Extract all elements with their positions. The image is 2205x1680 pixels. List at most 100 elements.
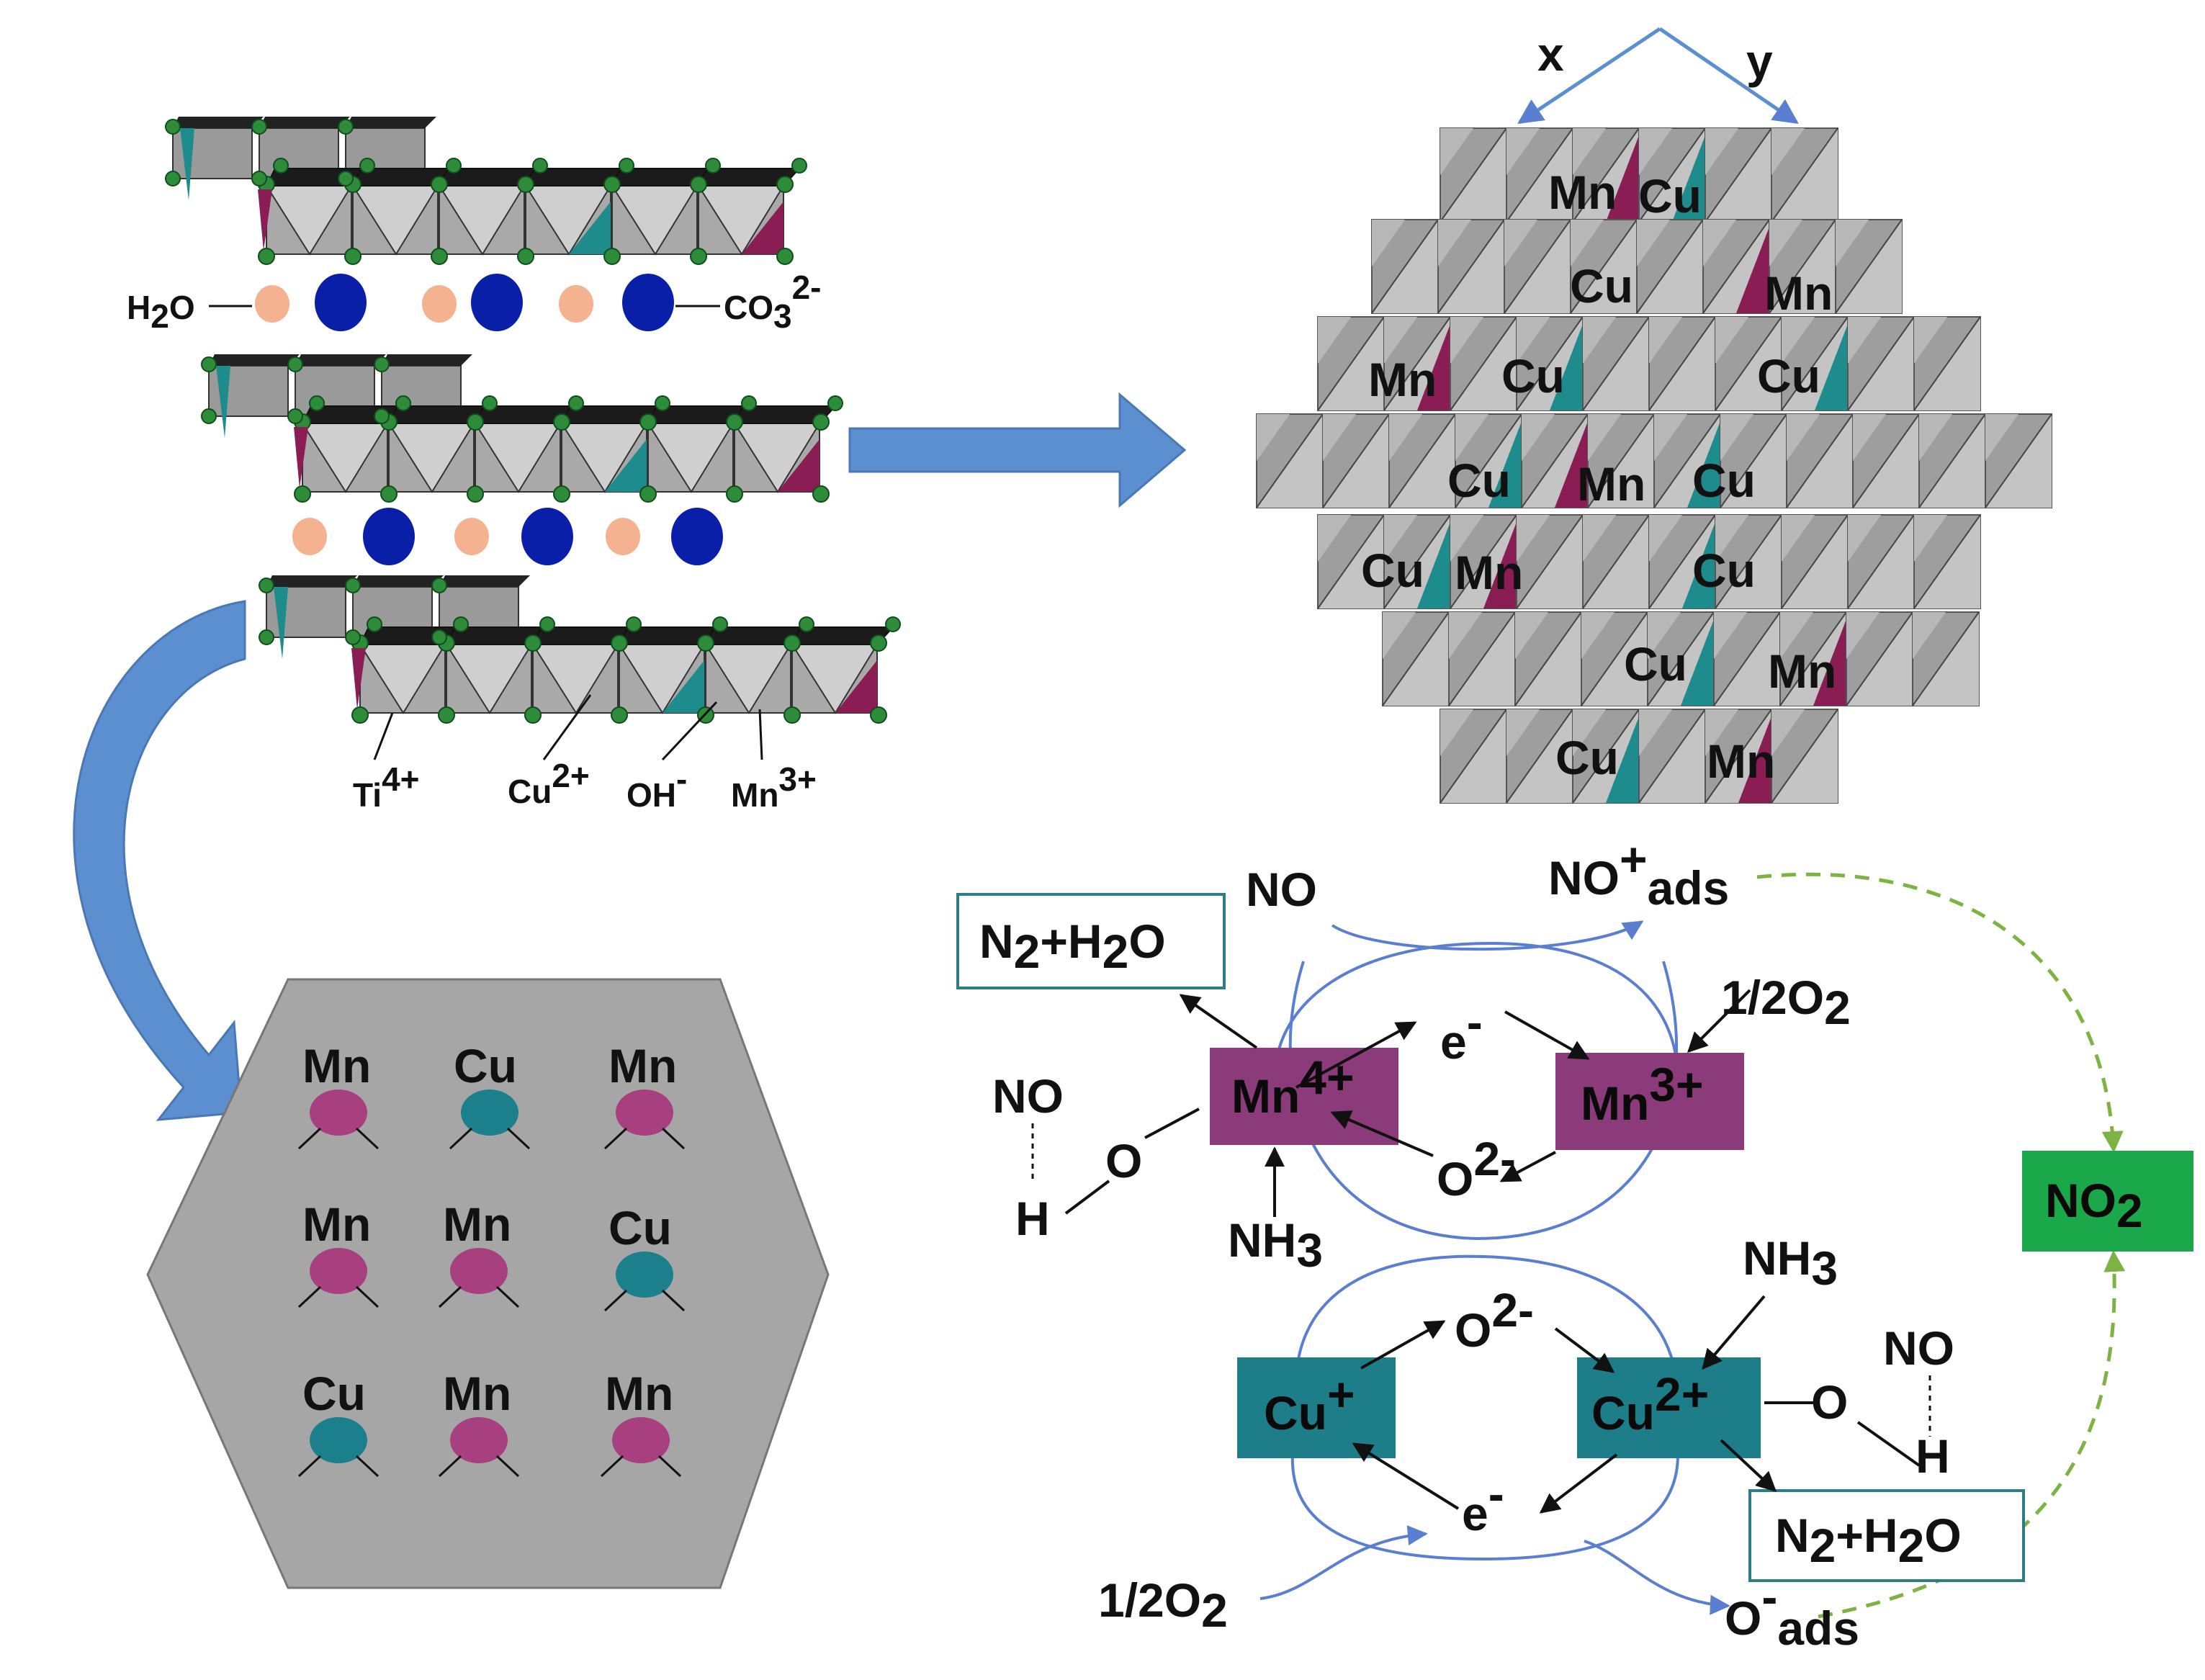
half-o2-bottom-label: 1/2O2 (1098, 1573, 1228, 1637)
grid-octahedron (1256, 413, 1324, 508)
grid-octahedron (1715, 514, 1782, 609)
grid-octahedron (1516, 316, 1584, 411)
site-label: Mn (443, 1367, 511, 1420)
grid-octahedron (1720, 413, 1787, 508)
oxygen-atom (251, 119, 267, 135)
axis-x-label: x (1537, 27, 1564, 81)
oxygen-atom (705, 158, 721, 174)
metal-site (450, 1417, 508, 1463)
grid-octahedron (1653, 413, 1721, 508)
oxygen-atom (482, 395, 498, 411)
n2h2o-bottom-label: N2+H2O (1775, 1509, 1962, 1572)
o-left-label: O (1105, 1134, 1142, 1187)
oxygen-atom (626, 616, 642, 632)
grid-octahedron (1582, 316, 1650, 411)
oxygen-atom (309, 395, 325, 411)
site-label: Cu (454, 1039, 517, 1092)
grid-octahedron (1647, 611, 1715, 706)
oxygen-atom (467, 485, 484, 503)
interlayer-water-label: H2O (127, 289, 195, 335)
hexagon-site-mn: Mn (438, 1198, 520, 1308)
no2-label: NO2 (2045, 1174, 2143, 1237)
cu2-box (1577, 1357, 1761, 1458)
oxygen-atom (395, 395, 411, 411)
oxygen-atom (287, 356, 303, 372)
top-view-label: Mn (1768, 644, 1836, 698)
grid-octahedron (1587, 413, 1655, 508)
oxygen-atom (726, 413, 743, 431)
grid-octahedron (1648, 514, 1716, 609)
grid-octahedron (1581, 611, 1648, 706)
oxygen-atom (726, 485, 743, 503)
grid-octahedron (1572, 709, 1640, 804)
water-molecule (255, 285, 289, 323)
e-bottom-label: e- (1462, 1467, 1504, 1540)
no-left-label: NO (992, 1069, 1064, 1123)
oxygen-atom (553, 485, 570, 503)
oxygen-atom (791, 158, 807, 174)
grid-octahedron (1847, 514, 1915, 609)
oxygen-atom (287, 408, 303, 424)
octahedron (524, 168, 629, 256)
top-view-label: Mn (1707, 735, 1775, 788)
oxygen-atom (827, 395, 843, 411)
no-right-label: NO (1883, 1321, 1954, 1375)
metal-site (310, 1417, 367, 1463)
grid-octahedron (1705, 709, 1772, 804)
site-label: Mn (608, 1039, 677, 1092)
grid-octahedron (1852, 413, 1920, 508)
grid-octahedron (1918, 413, 1986, 508)
oxygen-atom (611, 706, 628, 724)
octahedron (438, 168, 542, 256)
grid-octahedron (1771, 709, 1838, 804)
oxygen-atom (367, 616, 382, 632)
grid-octahedron (1506, 127, 1573, 223)
axis-y-label: y (1746, 35, 1773, 88)
grid-octahedron (1440, 127, 1507, 223)
o2-top-label: O2- (1437, 1132, 1516, 1205)
oxygen-atom (273, 158, 289, 174)
grid-octahedron (1715, 316, 1782, 411)
top-view-label: Cu (1757, 349, 1820, 403)
grid-octahedron (1572, 127, 1640, 223)
oxygen-atom (431, 248, 448, 265)
metal-site (616, 1090, 673, 1136)
grid-octahedron (1847, 316, 1915, 411)
axis-arrows: x y (1517, 27, 1799, 125)
site-label: Mn (605, 1367, 673, 1420)
nh3-top-label: NH3 (1228, 1213, 1323, 1277)
o-right-label: O (1811, 1375, 1848, 1429)
top-view-label: Cu (1501, 349, 1565, 403)
oxygen-atom (639, 485, 657, 503)
hexagon-site-mn: Mn (600, 1367, 682, 1478)
oxygen-atom (201, 408, 217, 424)
top-view-label: Mn (1548, 166, 1617, 219)
water-molecule (559, 285, 593, 323)
oxygen-atom (165, 119, 181, 135)
n2h2o-top-label: N2+H2O (979, 915, 1166, 978)
top-view-label: Cu (1570, 259, 1633, 313)
grid-octahedron (1450, 316, 1517, 411)
oxygen-atom (619, 158, 634, 174)
water-molecule (292, 518, 327, 555)
grid-octahedron (1440, 709, 1507, 804)
grid-octahedron (1371, 219, 1439, 314)
oxygen-atom (603, 248, 621, 265)
grid-octahedron (1450, 514, 1517, 609)
octahedron (387, 405, 492, 493)
oxygen-atom (374, 356, 390, 372)
cation-labels: Ti4+ Cu2+ OH- Mn3+ (353, 757, 817, 814)
grid-octahedron (1835, 219, 1903, 314)
metal-site (310, 1090, 367, 1136)
h-right-label: H (1916, 1429, 1950, 1483)
hydroxide-layer-top (165, 117, 807, 265)
water-molecule (454, 518, 489, 555)
layer-top-view (1256, 127, 2052, 804)
grid-octahedron (1504, 219, 1571, 314)
oxygen-atom (568, 395, 584, 411)
ldh-layered-structure (165, 117, 901, 761)
grid-octahedron (1582, 514, 1650, 609)
oxygen-atom (524, 706, 542, 724)
carbonate-ion (363, 508, 415, 565)
site-label: Mn (302, 1198, 371, 1251)
